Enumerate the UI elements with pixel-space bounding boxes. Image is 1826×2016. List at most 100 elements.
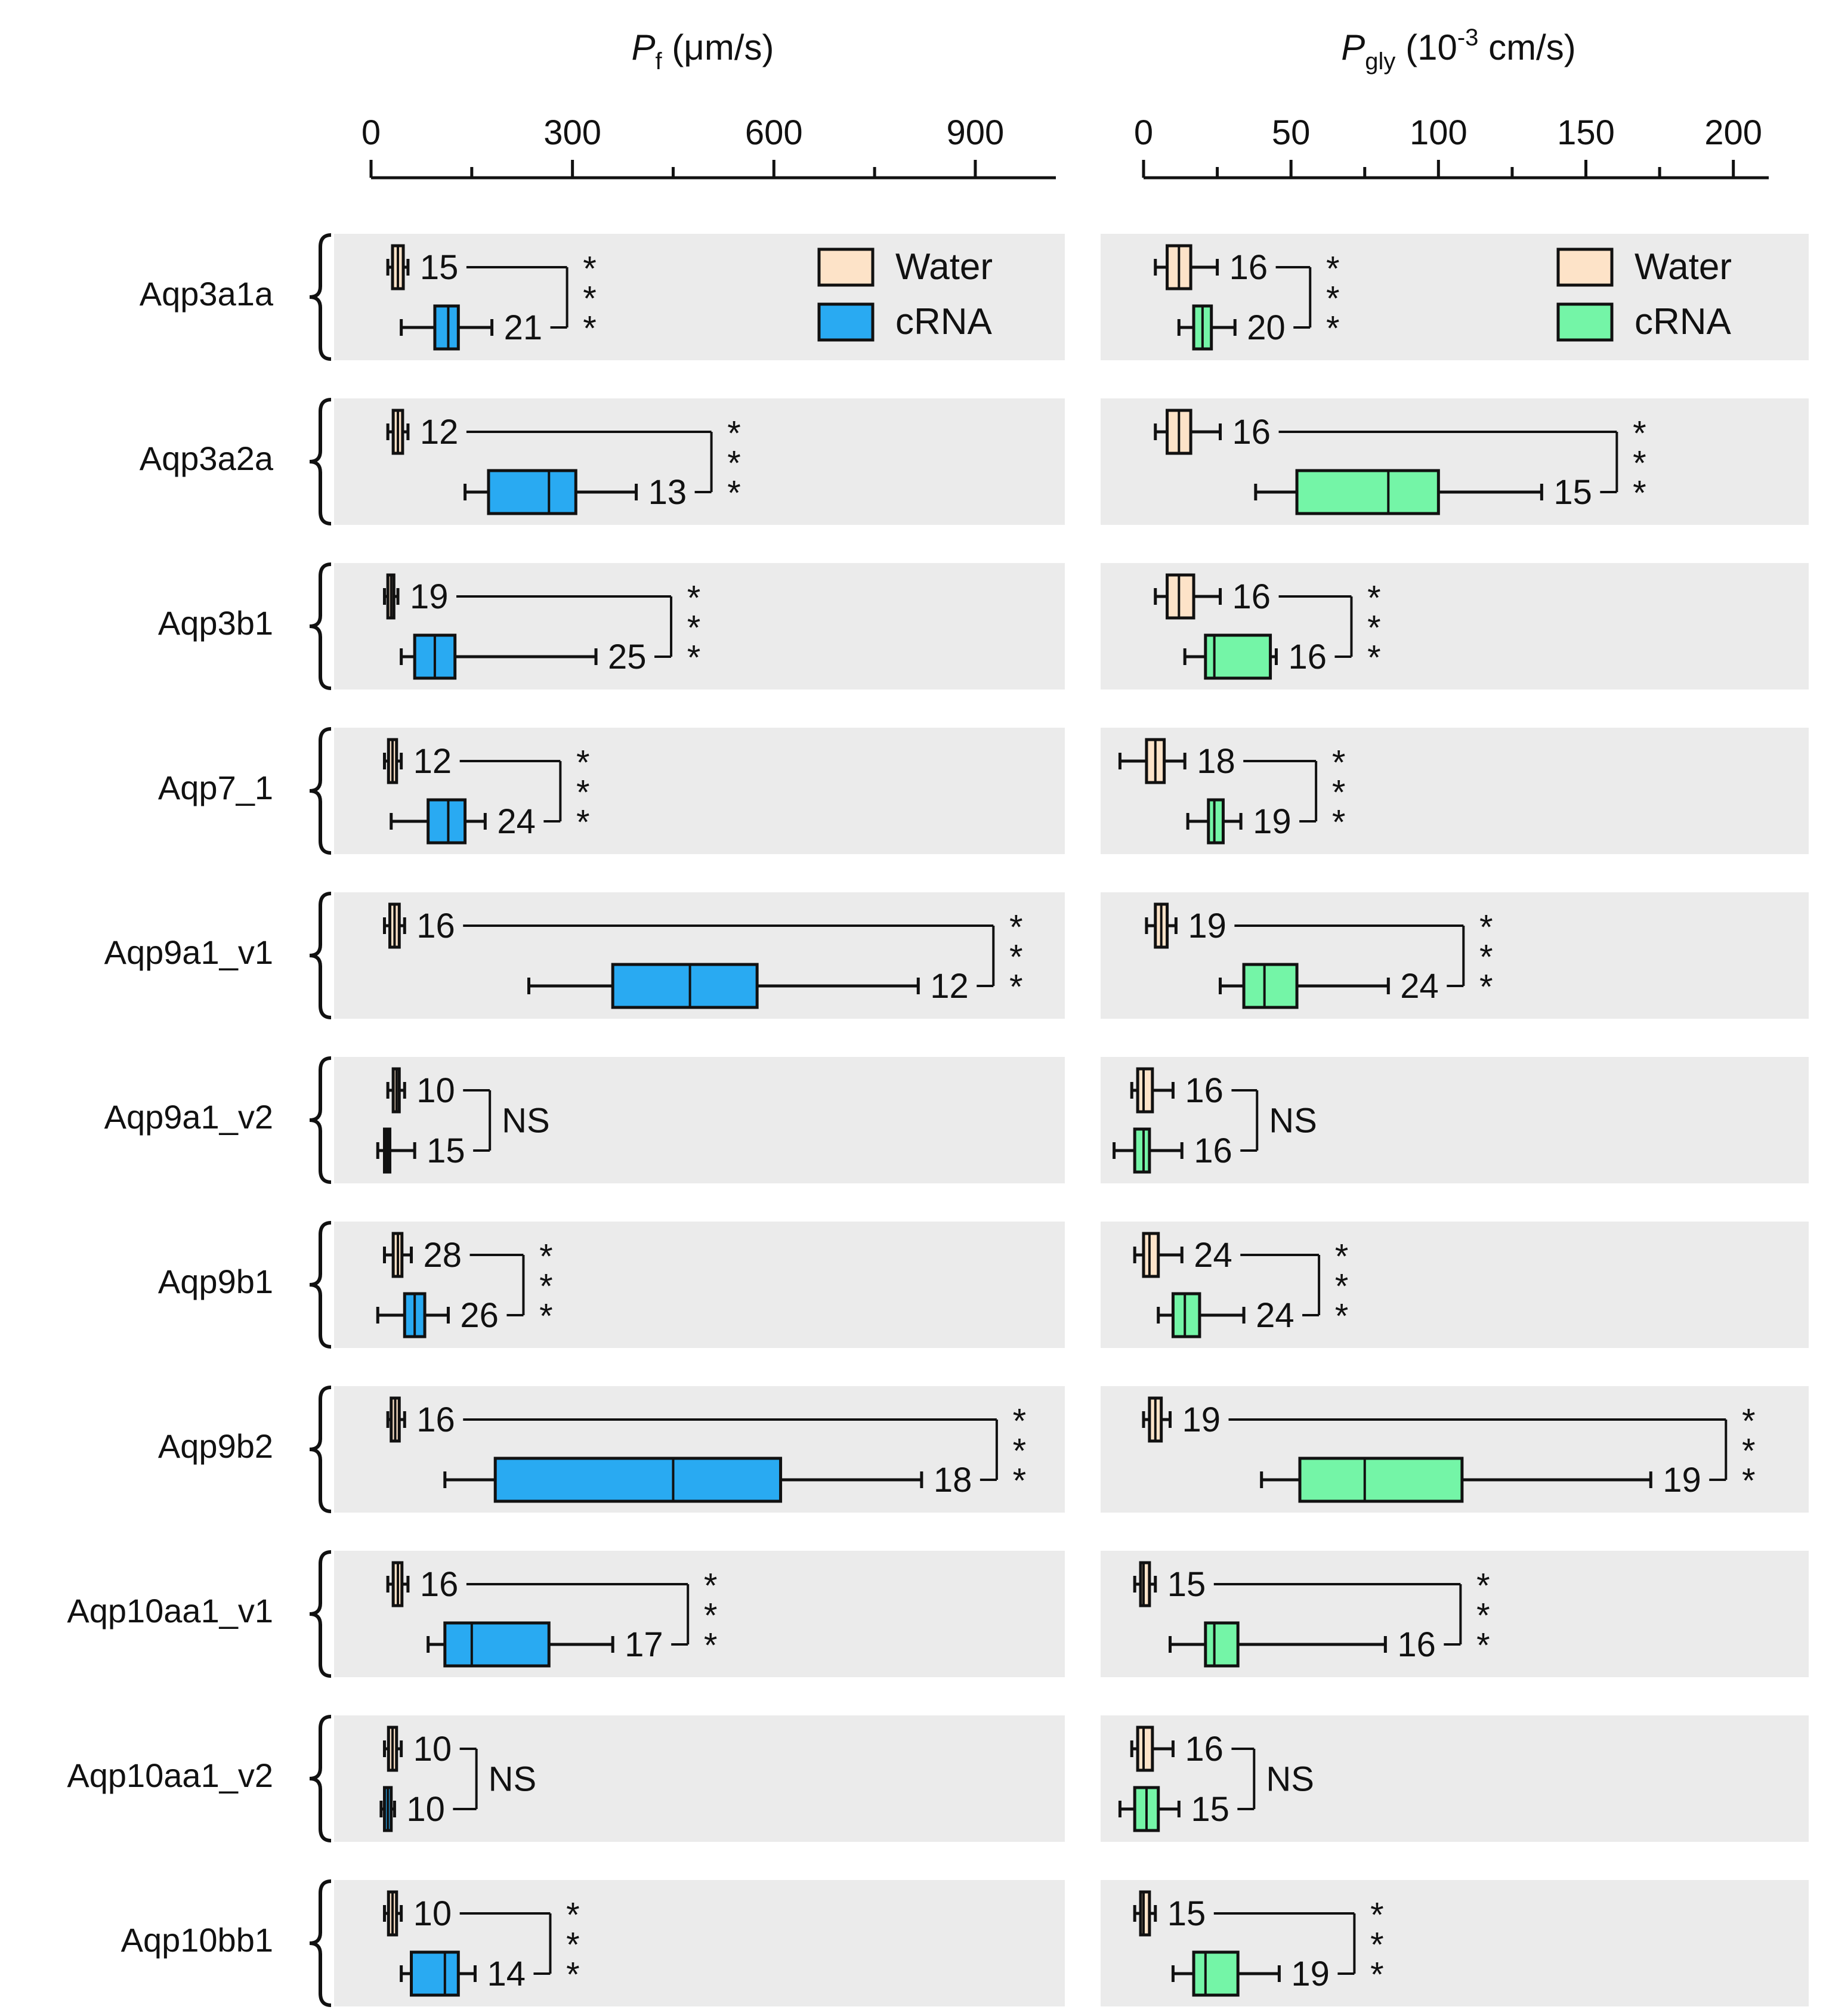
- significance-star: *: [1367, 639, 1381, 678]
- box-crna: 19: [1171, 1950, 1330, 1997]
- significance-bracket: ***: [466, 250, 597, 348]
- significance-star: *: [1335, 1267, 1349, 1306]
- significance-label: NS: [1266, 1760, 1314, 1799]
- iqr-box: [410, 1950, 460, 1997]
- sample-size-label: 19: [1188, 907, 1226, 945]
- box-crna: 10: [379, 1786, 445, 1832]
- sample-size-label: 21: [504, 308, 543, 347]
- sample-size-label: 15: [427, 1131, 465, 1170]
- significance-star: *: [704, 1567, 718, 1606]
- significance-bracket: ***: [1240, 1238, 1348, 1336]
- box-crna: 12: [527, 963, 969, 1009]
- sample-size-label: 18: [934, 1461, 972, 1499]
- sample-size-label: 19: [1291, 1955, 1330, 1993]
- sample-size-label: 14: [487, 1955, 526, 1993]
- significance-star: *: [704, 1627, 718, 1665]
- significance-bracket: ***: [1278, 415, 1646, 513]
- sample-size-label: 15: [420, 248, 459, 287]
- box-crna: 15: [1254, 469, 1592, 515]
- group-brace: [309, 1550, 332, 1678]
- box-water: 16: [386, 1396, 455, 1443]
- row-background: [1101, 1057, 1809, 1183]
- significance-star: *: [576, 803, 590, 842]
- row-background: [334, 1715, 1065, 1842]
- significance-bracket: ***: [1213, 1567, 1490, 1665]
- box-crna: 14: [400, 1950, 526, 1997]
- iqr-box: [1298, 1457, 1464, 1503]
- gene-label: Aqp3b1: [158, 604, 273, 642]
- significance-bracket: ***: [1228, 1402, 1756, 1501]
- gene-label: Aqp10aa1_v1: [67, 1592, 273, 1630]
- significance-star: *: [1009, 938, 1023, 977]
- significance-bracket: ***: [1234, 908, 1493, 1007]
- iqr-box: [611, 963, 759, 1009]
- significance-star: *: [539, 1238, 553, 1276]
- box-water: 10: [383, 1890, 452, 1937]
- significance-bracket: ***: [463, 1402, 1026, 1501]
- row-background: [334, 1057, 1065, 1183]
- iqr-box: [433, 304, 460, 351]
- box-water: 16: [383, 902, 455, 949]
- sample-size-label: 12: [413, 742, 452, 781]
- group-brace: [309, 1056, 332, 1184]
- group-brace: [309, 1221, 332, 1349]
- significance-label: ***: [704, 1567, 718, 1665]
- sample-size-label: 16: [1232, 577, 1271, 616]
- significance-star: *: [576, 774, 590, 812]
- iqr-box: [1136, 1726, 1154, 1772]
- significance-star: *: [1367, 579, 1381, 618]
- significance-star: *: [687, 609, 701, 648]
- box-crna: 15: [376, 1127, 465, 1174]
- significance-star: *: [727, 474, 741, 513]
- axis-title-symbol: P: [631, 27, 655, 67]
- iqr-box: [1204, 1621, 1240, 1668]
- significance-star: *: [1742, 1402, 1756, 1441]
- sample-size-label: 13: [648, 473, 687, 512]
- box-water: 12: [386, 409, 458, 455]
- sample-size-label: 19: [1182, 1400, 1221, 1439]
- significance-star: *: [687, 639, 701, 678]
- row-background: [1101, 892, 1809, 1019]
- legend-label: cRNA: [895, 301, 993, 342]
- significance-star: *: [583, 310, 597, 348]
- significance-label: ***: [1476, 1567, 1490, 1665]
- significance-bracket: ***: [466, 1567, 718, 1665]
- significance-label: ***: [1367, 579, 1381, 678]
- significance-star: *: [1476, 1597, 1490, 1635]
- box-crna: 19: [1260, 1457, 1701, 1503]
- significance-star: *: [1633, 474, 1646, 513]
- gene-label: Aqp9a1_v2: [104, 1098, 273, 1136]
- axis-title-superscript: -3: [1457, 24, 1479, 51]
- tick-label: 600: [745, 113, 803, 152]
- gene-label: Aqp3a2a: [140, 440, 274, 477]
- significance-label: ***: [1742, 1402, 1756, 1501]
- box-water: 19: [1142, 1396, 1221, 1443]
- significance-label: NS: [489, 1760, 537, 1799]
- legend-swatch: [1556, 302, 1614, 342]
- iqr-box: [1133, 1127, 1151, 1174]
- sample-size-label: 10: [416, 1071, 455, 1110]
- sample-size-label: 17: [625, 1625, 663, 1664]
- iqr-box: [1295, 469, 1440, 515]
- significance-star: *: [1479, 938, 1493, 977]
- box-water: 10: [383, 1726, 452, 1772]
- row-background: [1101, 1222, 1809, 1348]
- group-brace: [309, 727, 332, 855]
- significance-label: ***: [1633, 415, 1646, 513]
- sample-size-label: 19: [410, 577, 449, 616]
- box-crna: 24: [1157, 1292, 1294, 1338]
- row-background: [334, 1222, 1065, 1348]
- tick-label: 100: [1410, 113, 1467, 152]
- box-crna: 16: [1168, 1621, 1436, 1668]
- sample-size-label: 24: [1400, 967, 1439, 1006]
- significance-bracket: ***: [459, 744, 590, 842]
- significance-label: ***: [583, 250, 597, 348]
- significance-bracket: ***: [1213, 1896, 1384, 1995]
- iqr-box: [1166, 573, 1195, 620]
